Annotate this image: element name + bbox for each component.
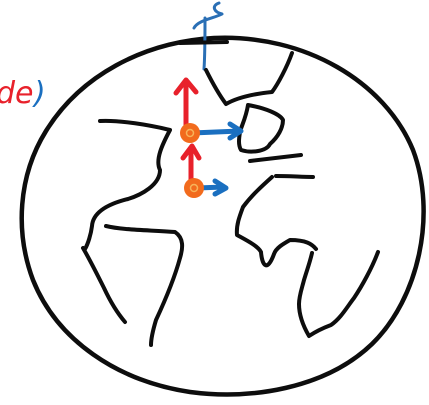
red-up-arrow-icon — [183, 146, 199, 183]
globe-outline — [22, 38, 424, 395]
left-label-text: de — [0, 76, 34, 111]
upper-point-vectors — [176, 80, 241, 143]
red-up-arrow-icon — [176, 80, 196, 127]
left-label: de ) — [0, 76, 46, 111]
orange-dot-icon — [184, 178, 204, 198]
lower-point-vectors — [183, 146, 226, 198]
left-label-paren: ) — [32, 76, 46, 111]
continents — [83, 42, 378, 345]
orange-dot-icon — [180, 123, 200, 143]
